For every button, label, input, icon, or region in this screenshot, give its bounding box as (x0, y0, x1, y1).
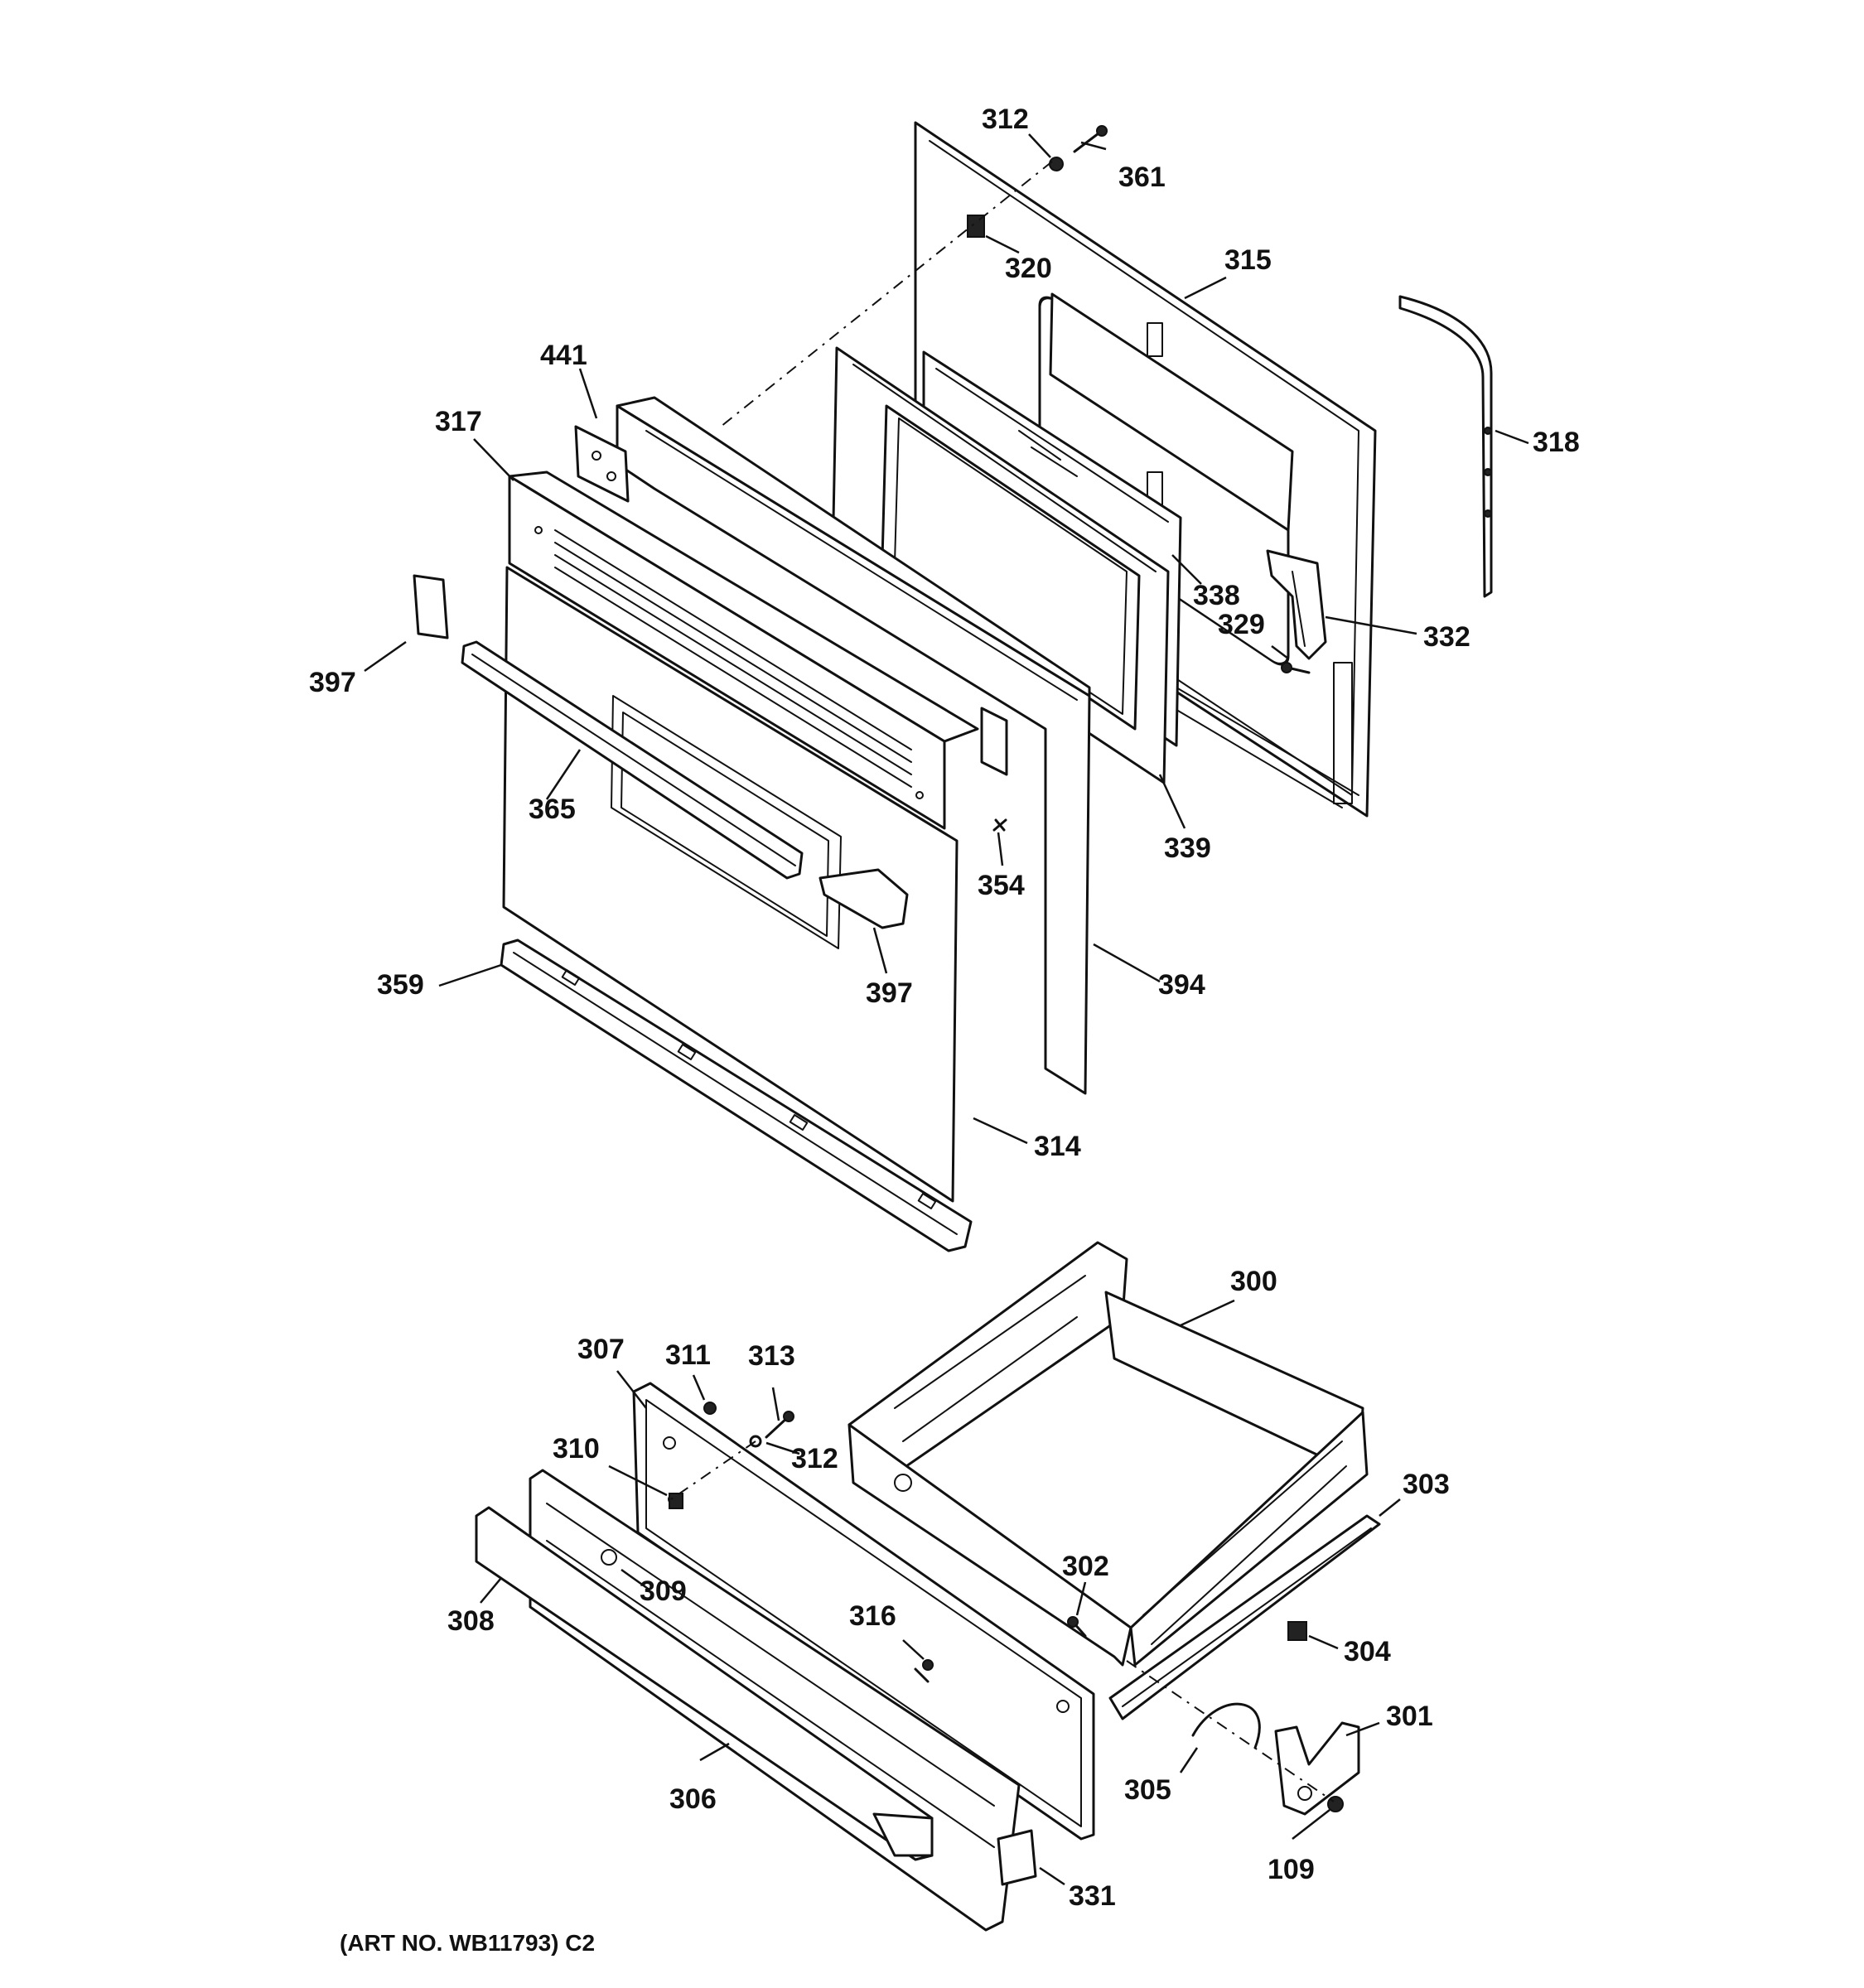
callout-316: 316 (849, 1600, 896, 1632)
callout-303: 303 (1403, 1469, 1450, 1500)
door-gasket-318 (1398, 295, 1493, 598)
callout-361: 361 (1118, 162, 1166, 193)
callout-339: 339 (1164, 832, 1211, 864)
callout-109: 109 (1268, 1854, 1315, 1885)
callout-314: 314 (1034, 1131, 1081, 1162)
drawer-body-300 (847, 1241, 1369, 1667)
callout-308: 308 (447, 1605, 495, 1637)
receptacle-310 (669, 1493, 683, 1509)
callout-320: 320 (1005, 253, 1052, 284)
callout-315: 315 (1224, 244, 1272, 276)
washer-312-top (1049, 157, 1064, 171)
bolt-313 (765, 1411, 794, 1439)
callout-332: 332 (1423, 621, 1470, 653)
callout-317: 317 (435, 406, 482, 437)
door-inner-liner-315 (914, 121, 1377, 818)
callout-300: 300 (1230, 1266, 1277, 1297)
vent-trim-317 (508, 470, 979, 830)
bracket-301 (1274, 1721, 1360, 1816)
screw-316 (914, 1659, 934, 1683)
callout-304: 304 (1344, 1636, 1391, 1667)
window-frame-339 (831, 346, 1170, 784)
hinge-394 (980, 707, 1008, 776)
callout-354: 354 (978, 870, 1025, 901)
callout-301: 301 (1386, 1701, 1433, 1732)
outer-door-panel-314 (502, 566, 959, 1203)
screw-302 (1067, 1616, 1087, 1638)
callout-312-bottom: 312 (791, 1443, 838, 1474)
clip-304 (1287, 1621, 1307, 1641)
nut-311 (703, 1402, 717, 1415)
callout-397-left: 397 (309, 667, 356, 698)
nut-109 (1327, 1796, 1344, 1812)
callout-441: 441 (540, 340, 587, 371)
handle-cap-397-right (819, 868, 909, 929)
callout-310: 310 (553, 1433, 600, 1464)
hinge-bracket-441 (574, 425, 630, 503)
callout-309: 309 (640, 1575, 687, 1607)
washer-312-bottom (749, 1435, 762, 1448)
screw-354 (992, 818, 1007, 832)
hinge-receptacle-320 (967, 215, 985, 238)
art-number-caption: (ART NO. WB11793) C2 (340, 1930, 595, 1956)
callout-302: 302 (1062, 1551, 1109, 1582)
leader-lines (364, 133, 1529, 1886)
callout-329: 329 (1218, 609, 1265, 640)
callout-311: 311 (665, 1339, 711, 1371)
inner-window-315 (1049, 292, 1294, 532)
callout-313: 313 (748, 1340, 795, 1372)
callout-307: 307 (577, 1334, 625, 1365)
callout-359: 359 (377, 969, 424, 1001)
spring-305 (1191, 1702, 1261, 1749)
callout-318: 318 (1533, 427, 1580, 458)
door-handle-365 (461, 640, 804, 880)
bracket-331 (997, 1829, 1037, 1886)
callout-306: 306 (669, 1783, 717, 1815)
door-frame-394 (616, 396, 1091, 1095)
handle-cap-397-left (413, 574, 449, 639)
screw-361 (1073, 125, 1108, 153)
callout-394: 394 (1158, 969, 1205, 1001)
callout-365: 365 (529, 794, 576, 825)
callout-397-handle: 397 (866, 977, 913, 1009)
callout-312-top: 312 (982, 104, 1029, 135)
callout-331: 331 (1069, 1880, 1116, 1912)
callout-305: 305 (1124, 1774, 1171, 1806)
drawer-trim-308 (475, 1506, 934, 1861)
hinge-cover-332 (1266, 549, 1327, 660)
drawer-slide-303 (1108, 1514, 1381, 1720)
callout-338: 338 (1193, 580, 1240, 611)
centerline-2 (670, 1440, 756, 1500)
